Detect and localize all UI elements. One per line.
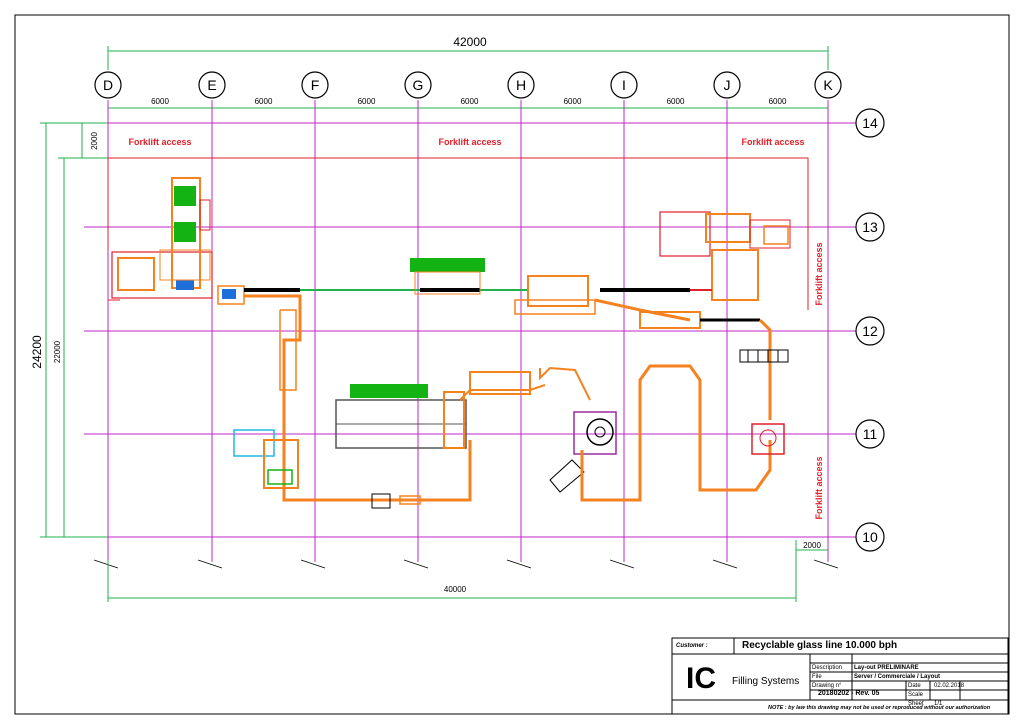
- description-value: Lay-out PRELIMINARE: [854, 665, 919, 671]
- grid-column-tick: [403, 559, 429, 569]
- sheet-border: [14, 14, 1010, 715]
- grid-column-label: E: [207, 77, 216, 93]
- column-spacing-label: 6000: [769, 97, 787, 106]
- grid-column-label: I: [622, 77, 626, 93]
- bottom-dimensions: [107, 540, 828, 602]
- grid-row-bubble: [855, 108, 885, 138]
- grid-column-bubble: [198, 71, 226, 99]
- company-name: Filling Systems: [732, 676, 800, 687]
- column-spacing-label: 6000: [255, 97, 273, 106]
- date-value: 02.02.2018: [934, 683, 965, 689]
- left-conveyor-loop: [244, 294, 472, 502]
- grid-column-bubble: [507, 71, 535, 99]
- grid-rows: 14 13 12 11 10: [84, 108, 885, 552]
- forklift-label-right-upper: Forklift access: [814, 242, 824, 305]
- top-left-small-dimension: 2000: [90, 132, 99, 150]
- grid-column-bubble: [94, 71, 122, 99]
- column-spacing-label: 6000: [564, 97, 582, 106]
- file-field: File: [812, 674, 822, 680]
- grid-column-tick: [300, 559, 326, 569]
- grid-row-bubble: [855, 419, 885, 449]
- grid-row-label: 10: [862, 529, 878, 545]
- drawing-field: Drawing n°: [812, 683, 842, 689]
- description-field: Description: [812, 665, 843, 671]
- overall-width-label: 42000: [453, 35, 487, 49]
- grid-row-label: 14: [862, 115, 878, 131]
- grid-column-bubble: [814, 71, 842, 99]
- overall-bottom-label: 40000: [444, 585, 467, 594]
- grid-column-label: K: [823, 77, 833, 93]
- left-inner-dimension: 22000: [53, 340, 62, 363]
- grid-row-label: 11: [863, 426, 878, 442]
- sheet-field: Sheet: [908, 701, 924, 707]
- bottom-right-small-dimension: 2000: [803, 541, 821, 550]
- grid-column-tick: [197, 559, 223, 569]
- forklift-label-top-middle: Forklift access: [438, 137, 501, 147]
- grid-row-bubble: [855, 522, 885, 552]
- file-value: Server / Commerciale / Layout: [854, 674, 941, 680]
- grid-column-tick: [712, 559, 738, 569]
- grid-column-tick: [813, 559, 839, 569]
- top-dimension: [107, 46, 829, 70]
- forklift-label-top-left: Forklift access: [128, 137, 191, 147]
- column-spacing-label: 6000: [358, 97, 376, 106]
- grid-row-label: 13: [862, 219, 878, 235]
- forklift-boundary: [107, 157, 809, 310]
- grid-column-bubble: [610, 71, 638, 99]
- project-title: Recyclable glass line 10.000 bph: [742, 640, 898, 651]
- forklift-label-right-lower: Forklift access: [814, 456, 824, 519]
- sheet-value: 1/1: [934, 701, 943, 707]
- forklift-label-top-right: Forklift access: [741, 137, 804, 147]
- left-outer-dimension: 24200: [30, 335, 44, 369]
- grid-column-label: H: [516, 77, 526, 93]
- grid-column-tick: [93, 559, 119, 569]
- right-conveyor-loop: [638, 318, 789, 492]
- drawing-value: 20180202 - Rev. 05: [818, 690, 880, 697]
- title-block-note: NOTE : by law this drawing may not be us…: [768, 705, 991, 711]
- grid-column-bubble: [713, 71, 741, 99]
- date-field: Date: [908, 683, 921, 689]
- grid-column-label: F: [311, 77, 320, 93]
- column-spacing-label: 6000: [461, 97, 479, 106]
- grid-column-bubble: [301, 71, 329, 99]
- grid-row-label: 12: [862, 323, 878, 339]
- depalletizer-area: [111, 177, 245, 305]
- column-spacing-label: 6000: [151, 97, 169, 106]
- company-mark: IC: [686, 662, 716, 695]
- grid-column-tick: [609, 559, 635, 569]
- grid-column-label: J: [724, 77, 731, 93]
- grid-row-bubble: [855, 212, 885, 242]
- top-conveyor: [244, 258, 760, 329]
- grid-column-tick: [506, 559, 532, 569]
- palletizer-area: [659, 211, 791, 301]
- labeller-area: [539, 366, 642, 502]
- grid-column-bubble: [404, 71, 432, 99]
- left-machine-area: [233, 429, 299, 489]
- left-dimensions: [40, 122, 108, 538]
- grid-column-label: G: [413, 77, 424, 93]
- central-filler-block: [335, 371, 546, 509]
- grid-row-bubble: [855, 316, 885, 346]
- customer-label: Customer :: [676, 643, 708, 649]
- grid-column-label: D: [103, 77, 113, 93]
- title-block-frame: [671, 637, 1009, 715]
- scale-field: Scale: [908, 692, 924, 698]
- column-spacing-label: 6000: [667, 97, 685, 106]
- title-block: Customer : Recyclable glass line 10.000 …: [672, 638, 1008, 714]
